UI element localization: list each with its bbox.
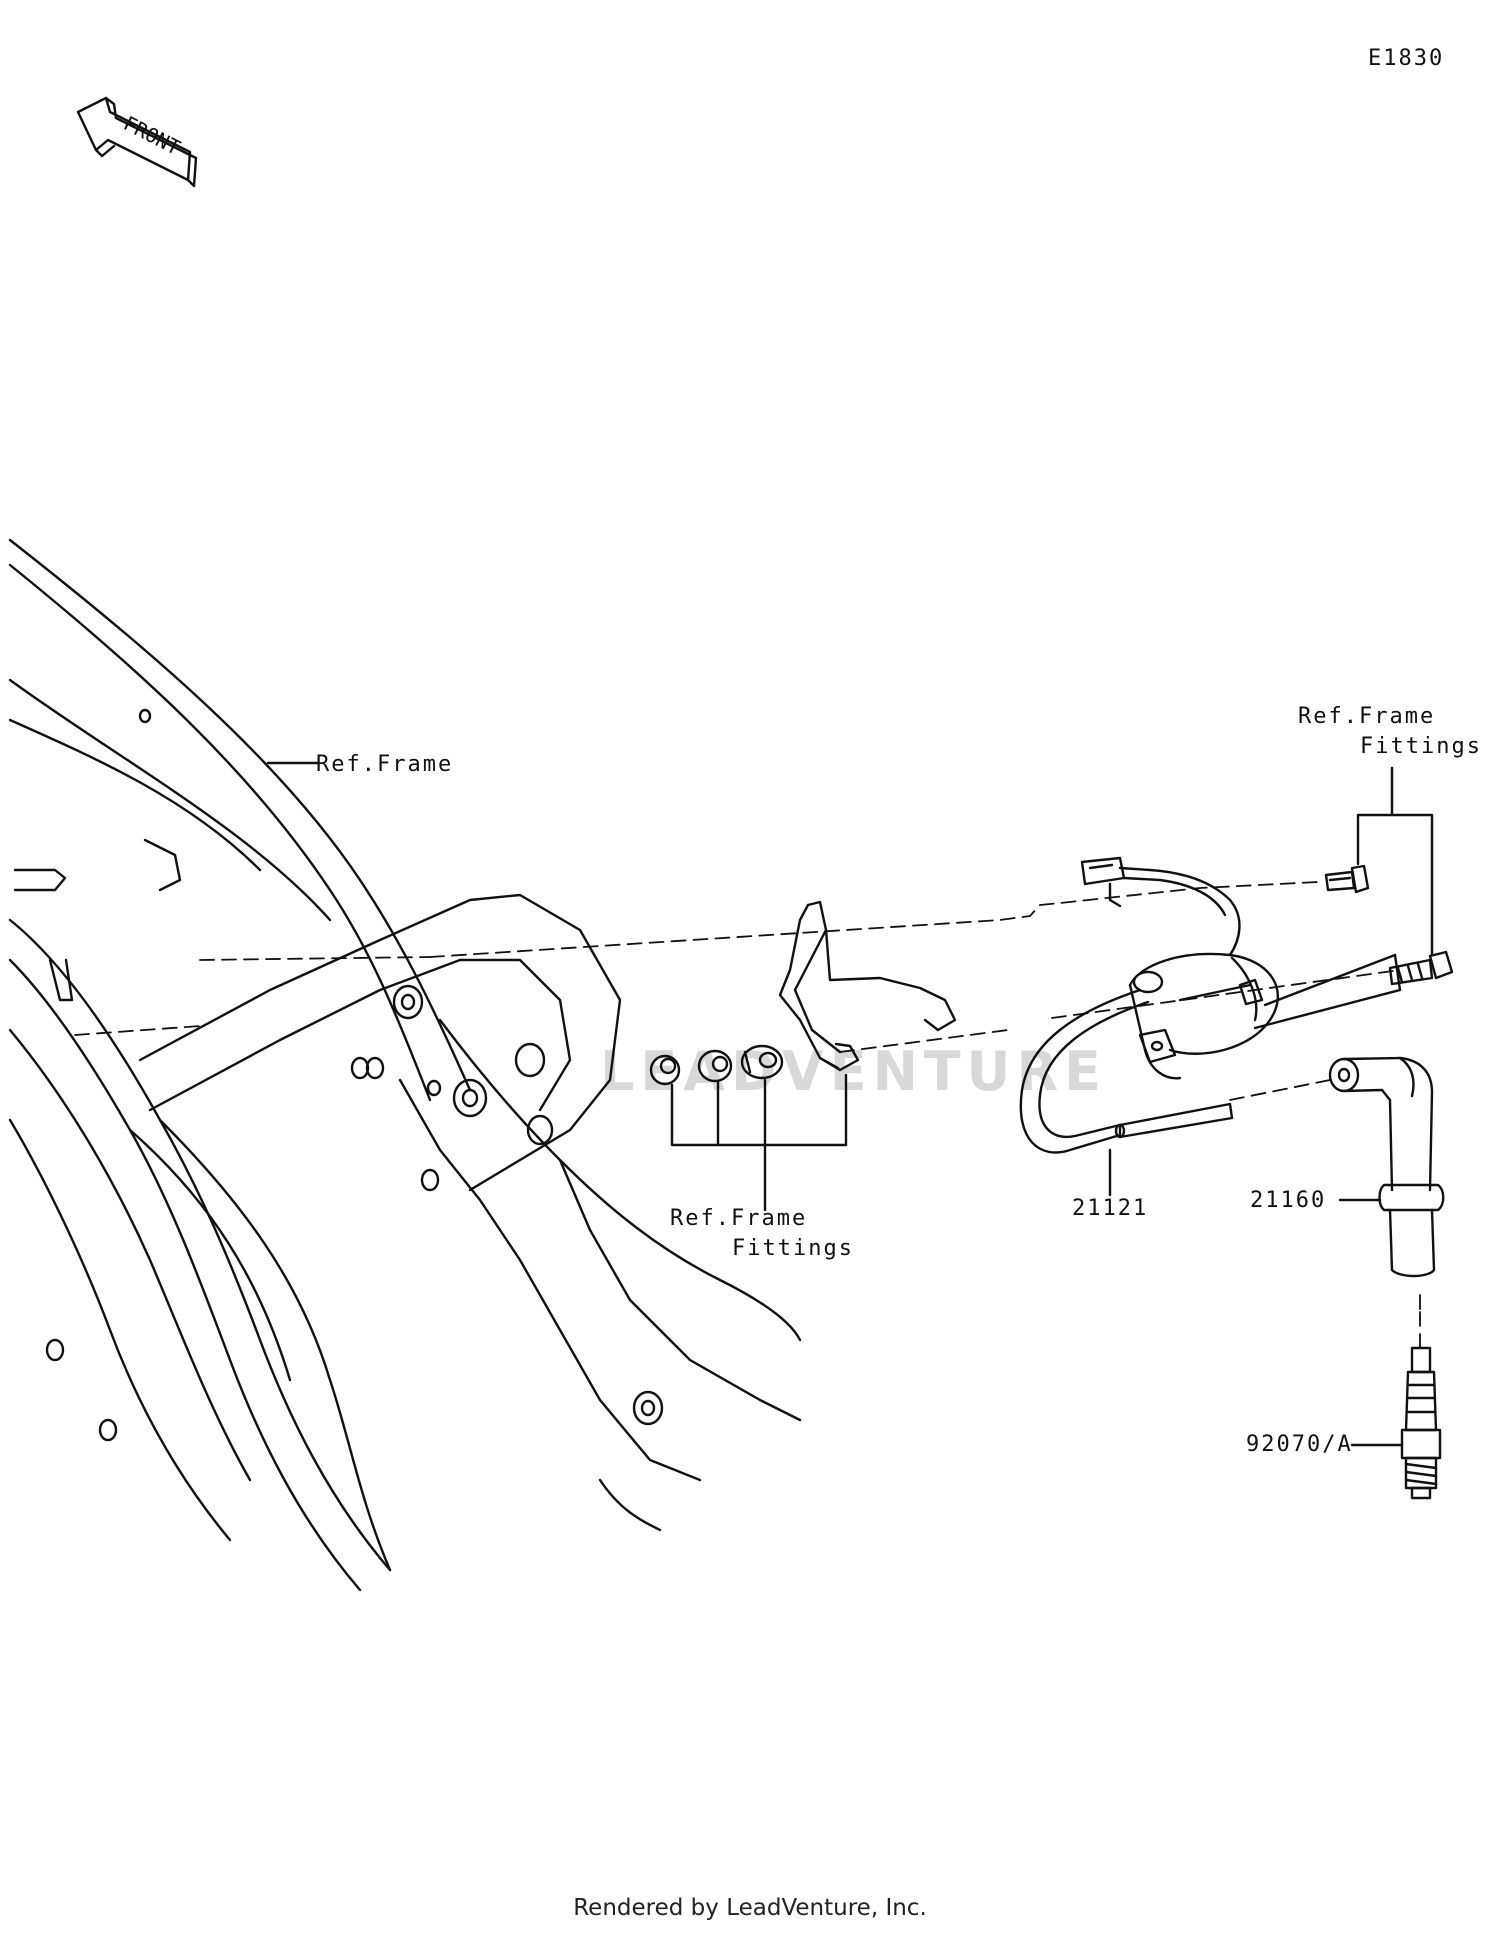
frame-drawing: [8, 538, 802, 1592]
part-number-21160[interactable]: 21160: [1250, 1188, 1327, 1213]
ref-frame-fittings-top-line1: Ref.Frame: [1298, 704, 1436, 729]
part-number-21121[interactable]: 21121: [1072, 1196, 1149, 1221]
washer-icon: [697, 1049, 733, 1083]
front-arrow-icon: FRONT: [76, 96, 198, 188]
top-fittings-bracket: [1356, 813, 1434, 957]
bolt-icon: [1324, 864, 1370, 894]
plug-cap: [1328, 1056, 1445, 1278]
ignition-coil: [1019, 856, 1402, 1197]
ref-frame-label: Ref.Frame: [316, 752, 454, 777]
mid-fittings-bracket: [670, 1073, 848, 1147]
coil-bracket: [778, 900, 957, 1072]
ref-frame-fittings-top-line2: Fittings: [1360, 734, 1482, 759]
ref-frame-fittings-mid-line2: Fittings: [732, 1236, 854, 1261]
collar-icon: [740, 1044, 784, 1080]
part-number-92070-a[interactable]: 92070/A: [1246, 1432, 1353, 1457]
alignment-lines: [74, 881, 1421, 1353]
nut-icon: [649, 1054, 681, 1086]
footer-credit: Rendered by LeadVenture, Inc.: [573, 1895, 927, 1921]
ref-frame-fittings-mid-line1: Ref.Frame: [670, 1206, 808, 1231]
bolt-long-icon: [1388, 950, 1454, 986]
diagram-code: E1830: [1368, 46, 1445, 71]
front-label: FRONT: [120, 111, 185, 160]
spark-plug: [1350, 1346, 1442, 1500]
